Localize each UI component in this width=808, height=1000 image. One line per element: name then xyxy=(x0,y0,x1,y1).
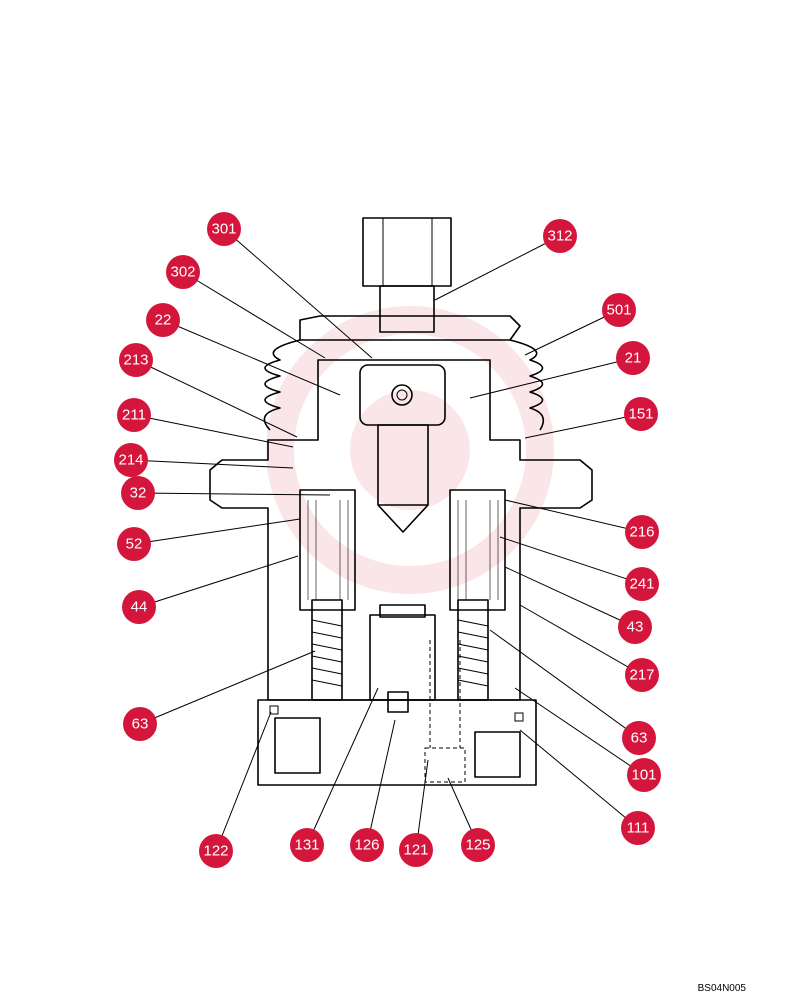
watermark-logo xyxy=(266,306,554,594)
callout-52: 52 xyxy=(117,527,151,561)
svg-text:44: 44 xyxy=(131,599,148,616)
callout-121: 121 xyxy=(399,833,433,867)
svg-text:111: 111 xyxy=(627,820,650,837)
svg-text:43: 43 xyxy=(627,619,644,636)
svg-text:211: 211 xyxy=(122,407,146,424)
leader-lines xyxy=(130,228,645,852)
callout-125: 125 xyxy=(461,828,495,862)
svg-text:213: 213 xyxy=(123,352,148,369)
callout-302: 302 xyxy=(166,255,200,289)
svg-text:52: 52 xyxy=(126,536,143,553)
callout-101: 101 xyxy=(627,758,661,792)
callout-63-left: 63 xyxy=(123,707,157,741)
callout-122: 122 xyxy=(199,834,233,868)
callout-214: 214 xyxy=(114,443,148,477)
svg-text:125: 125 xyxy=(465,837,490,854)
callout-213: 213 xyxy=(119,343,153,377)
svg-text:63: 63 xyxy=(132,716,149,733)
callout-501: 501 xyxy=(602,293,636,327)
callout-312: 312 xyxy=(543,219,577,253)
svg-text:131: 131 xyxy=(294,837,319,854)
callout-131: 131 xyxy=(290,828,324,862)
callout-217: 217 xyxy=(625,658,659,692)
callout-211: 211 xyxy=(117,398,151,432)
svg-text:151: 151 xyxy=(628,406,653,423)
svg-text:32: 32 xyxy=(130,485,147,502)
callout-badges: 301 312 302 501 22 21 213 211 151 214 32… xyxy=(114,212,661,868)
callout-32: 32 xyxy=(121,476,155,510)
callout-151: 151 xyxy=(624,397,658,431)
svg-text:101: 101 xyxy=(631,767,656,784)
svg-text:121: 121 xyxy=(403,842,428,859)
callout-111: 111 xyxy=(621,811,655,845)
svg-text:122: 122 xyxy=(203,843,228,860)
svg-text:22: 22 xyxy=(155,312,172,329)
drawing-code: BS04N005 xyxy=(697,983,746,994)
svg-text:301: 301 xyxy=(211,221,236,238)
svg-text:217: 217 xyxy=(629,667,654,684)
svg-text:126: 126 xyxy=(354,837,379,854)
callout-44: 44 xyxy=(122,590,156,624)
callout-63-right: 63 xyxy=(622,721,656,755)
callout-43: 43 xyxy=(618,610,652,644)
callout-301: 301 xyxy=(207,212,241,246)
callout-21: 21 xyxy=(616,341,650,375)
svg-text:302: 302 xyxy=(170,264,195,281)
callout-216: 216 xyxy=(625,515,659,549)
callout-241: 241 xyxy=(625,567,659,601)
svg-text:21: 21 xyxy=(625,350,642,367)
svg-text:501: 501 xyxy=(606,302,631,319)
svg-text:63: 63 xyxy=(631,730,648,747)
callout-22: 22 xyxy=(146,303,180,337)
svg-text:312: 312 xyxy=(547,228,572,245)
svg-text:241: 241 xyxy=(629,576,654,593)
valve-body-drawing xyxy=(209,217,593,786)
callout-126: 126 xyxy=(350,828,384,862)
svg-text:214: 214 xyxy=(118,452,143,469)
svg-text:216: 216 xyxy=(629,524,654,541)
